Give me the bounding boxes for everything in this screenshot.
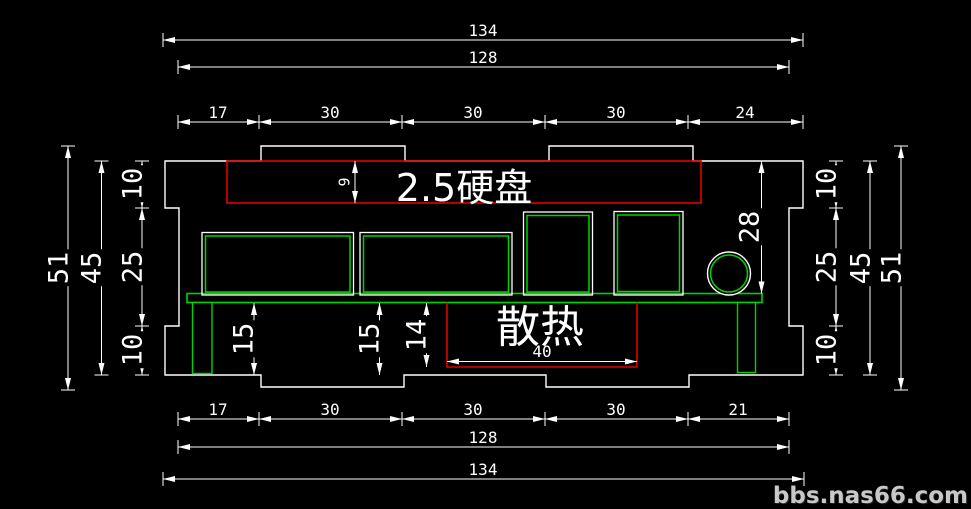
component-rect-4 [613,210,684,296]
dim-label-top-128: 128 [466,48,500,67]
dim-label-left-51: 51 [43,249,75,287]
dim-label-bot-30c: 30 [604,400,628,419]
component-rect-3 [522,211,594,296]
heatsink-label: 散热 [496,302,584,353]
dim-label-standoff-l: 15 [228,320,260,358]
dim-label-right-51: 51 [876,249,908,287]
dim-label-right-45: 45 [845,249,877,287]
dim-label-left-10b: 10 [117,331,149,369]
dim-label-top-24: 24 [733,103,757,122]
dim-label-top-30a: 30 [318,103,342,122]
dim-label-left-25: 25 [117,248,149,286]
dim-label-right-10b: 10 [811,331,843,369]
dim-label-bot-30b: 30 [461,400,485,419]
component-rect-1 [201,231,355,296]
drive-bay-rect [226,160,702,204]
right-standoff [736,301,757,374]
dim-bottom-inner [177,440,790,454]
dim-label-left-45: 45 [76,249,108,287]
drive-bay-label: 2.5硬盘 [395,166,533,210]
heatsink-outline [446,302,638,368]
watermark: bbs.nas66.com [772,483,968,509]
dim-label-standoff-m: 15 [354,320,386,358]
dim-label-heatsink-h: 14 [401,316,433,354]
dim-label-top-17: 17 [206,103,230,122]
dim-label-top-30b: 30 [461,103,485,122]
dim-label-bot-21: 21 [726,400,750,419]
dim-label-bot-134: 134 [466,460,500,479]
component-rect-2 [359,231,513,296]
dim-bottom-chain [177,412,790,426]
dim-label-left-10a: 10 [117,165,149,203]
dim-label-right-10a: 10 [811,165,843,203]
dim-label-bot-30a: 30 [318,400,342,419]
pcb-bar [186,292,763,304]
dim-label-bot-128: 128 [466,428,500,447]
dim-top-chain [177,115,804,129]
dim-top-overall [162,33,804,47]
dim-label-top-134: 134 [466,21,500,40]
dim-label-heatsink-w: 40 [530,342,554,361]
port-circle [706,251,752,296]
dim-label-right-25: 25 [811,248,843,286]
dim-label-28: 28 [734,208,766,246]
dim-label-bay-h: 9 [335,175,354,189]
dim-label-top-30c: 30 [604,103,628,122]
dim-label-bot-17: 17 [206,400,230,419]
left-standoff [191,301,213,375]
dim-top-inner [177,60,790,74]
dim-bottom-overall [162,472,805,486]
